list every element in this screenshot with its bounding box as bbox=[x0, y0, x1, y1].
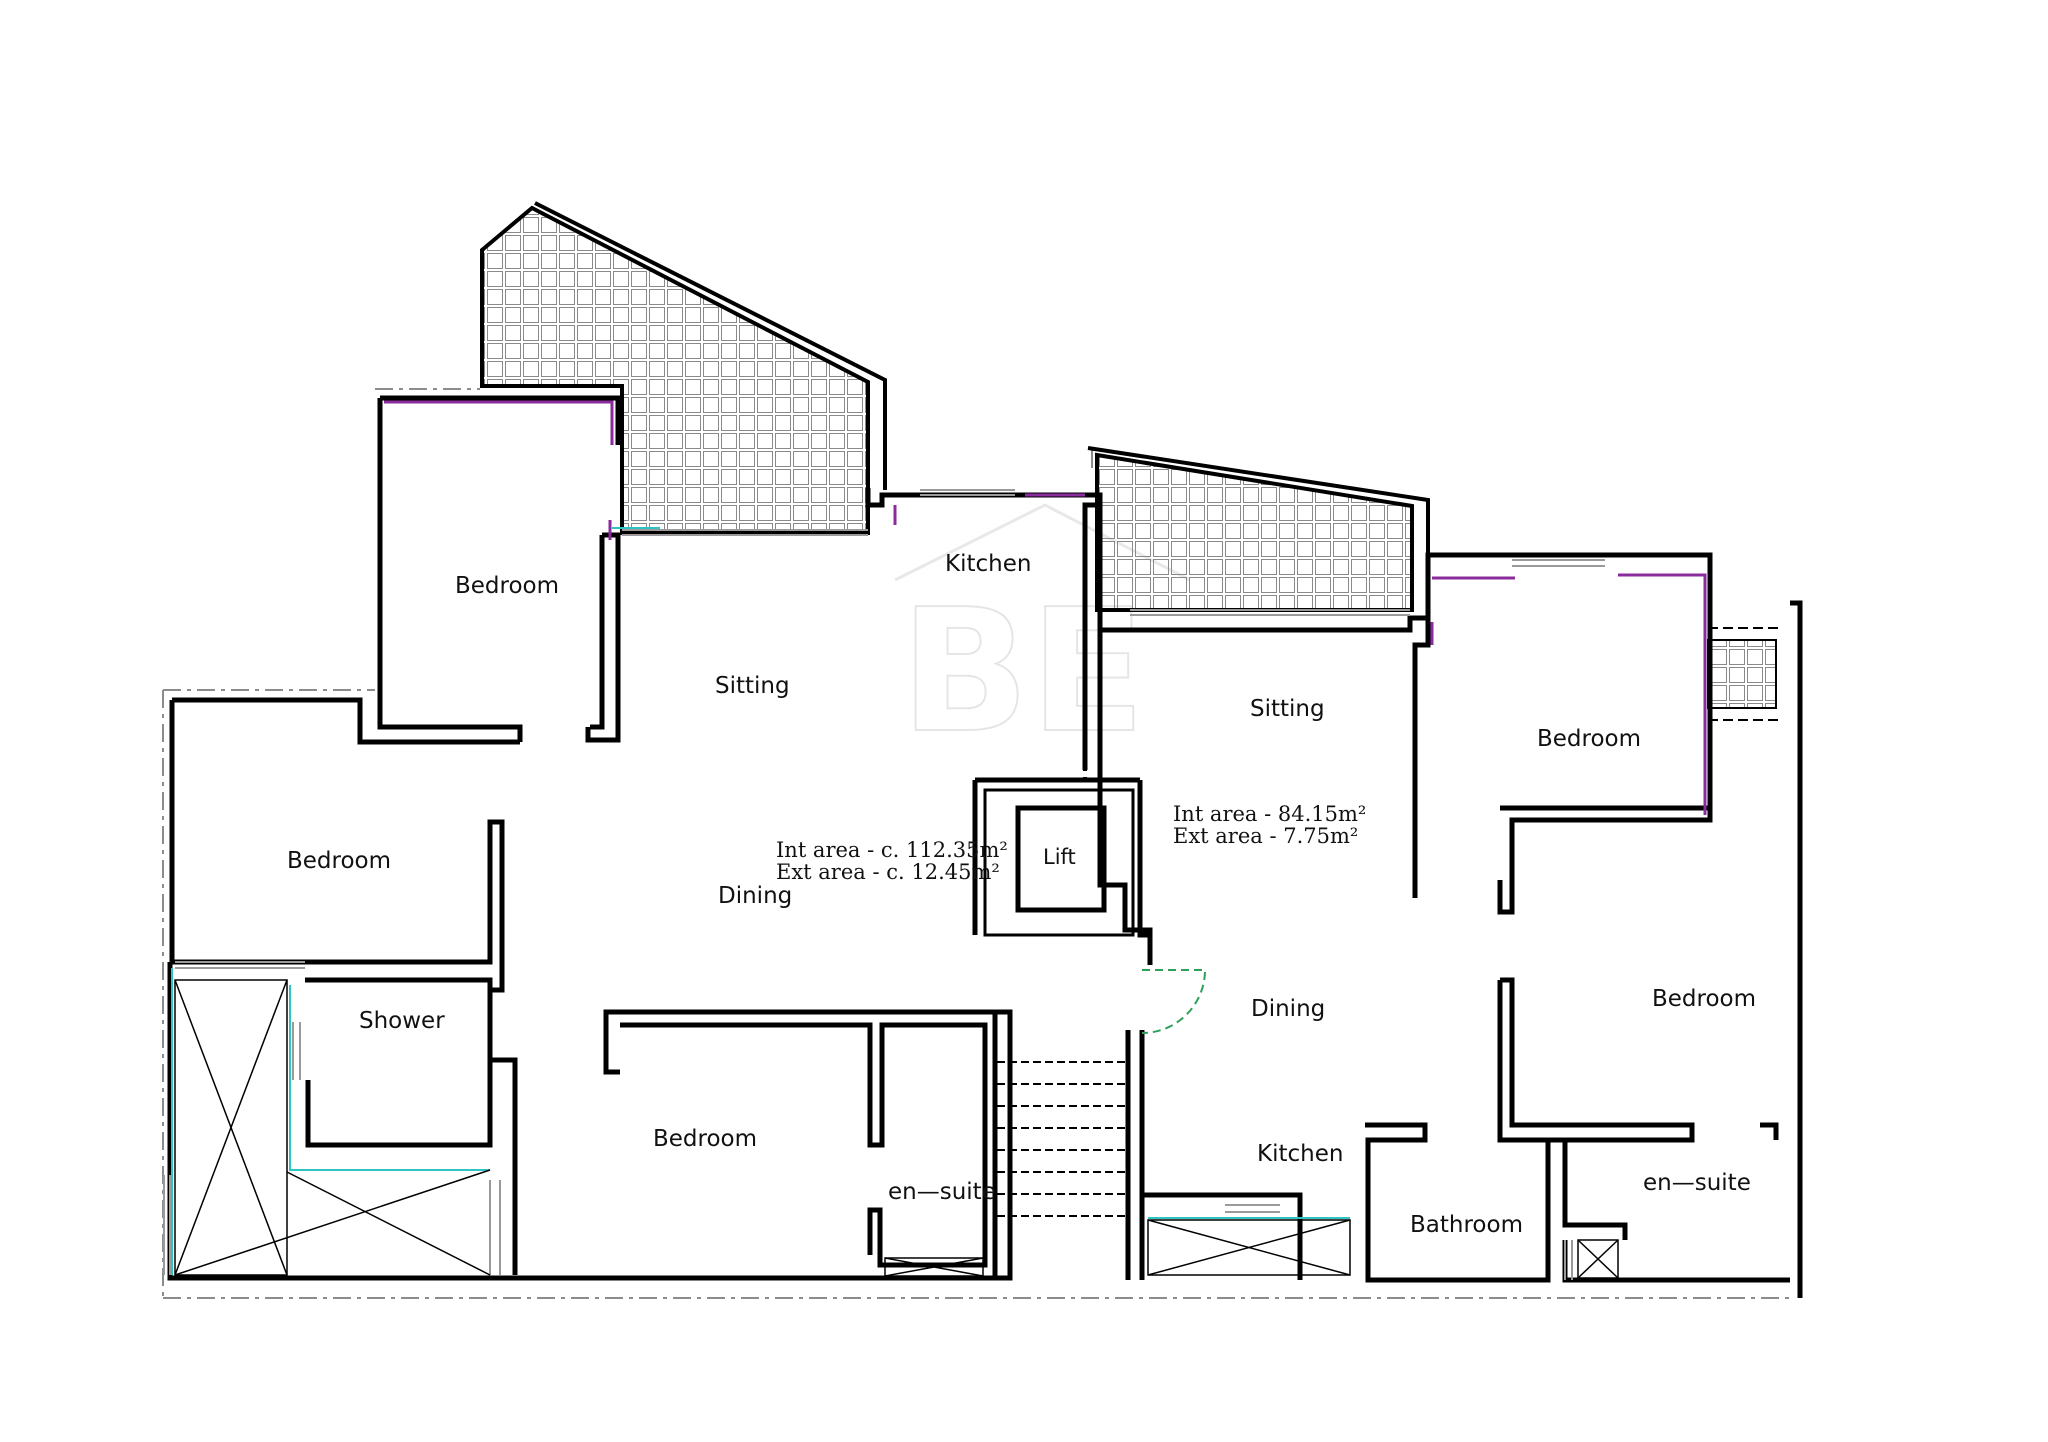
room-label-left-ensuite: en—suite bbox=[888, 1179, 996, 1205]
room-label-right-dining: Dining bbox=[1251, 996, 1325, 1022]
room-label-left-shower: Shower bbox=[359, 1008, 445, 1034]
terrace-left bbox=[480, 205, 870, 535]
room-label-left-bedroom-top: Bedroom bbox=[455, 573, 559, 599]
windows bbox=[163, 489, 1605, 1280]
door-swing bbox=[1141, 969, 1207, 1034]
room-label-right-bathroom: Bathroom bbox=[1410, 1212, 1523, 1238]
right-int-area: Int area - 84.15m² bbox=[1173, 802, 1366, 826]
room-labels: Bedroom Sitting Kitchen Bedroom Dining S… bbox=[287, 551, 1756, 1238]
room-label-left-bedroom-bottom: Bedroom bbox=[653, 1126, 757, 1152]
staircase bbox=[997, 1061, 1126, 1217]
left-int-area: Int area - c. 112.35m² bbox=[776, 838, 1008, 862]
room-label-left-bedroom-mid: Bedroom bbox=[287, 848, 391, 874]
walls bbox=[167, 395, 1803, 1298]
voids bbox=[174, 979, 1619, 1279]
room-label-right-bedroom-mid: Bedroom bbox=[1652, 986, 1756, 1012]
room-label-right-bedroom-top: Bedroom bbox=[1537, 726, 1641, 752]
terrace-right bbox=[1095, 452, 1414, 612]
area-labels: Int area - c. 112.35m² Ext area - c. 12.… bbox=[776, 802, 1366, 884]
room-label-left-kitchen: Kitchen bbox=[945, 551, 1031, 577]
wall-finish bbox=[384, 400, 1707, 815]
room-label-right-kitchen: Kitchen bbox=[1257, 1141, 1343, 1167]
lift-label: Lift bbox=[1043, 845, 1076, 869]
room-label-right-ensuite: en—suite bbox=[1643, 1170, 1751, 1196]
terraces bbox=[480, 201, 1780, 721]
terrace-small bbox=[1707, 639, 1777, 709]
room-label-left-dining: Dining bbox=[718, 883, 792, 909]
room-label-left-sitting: Sitting bbox=[715, 673, 790, 699]
right-ext-area: Ext area - 7.75m² bbox=[1173, 824, 1358, 848]
room-label-right-sitting: Sitting bbox=[1250, 696, 1325, 722]
site-boundary bbox=[162, 388, 1795, 1299]
left-ext-area: Ext area - c. 12.45m² bbox=[776, 860, 1000, 884]
